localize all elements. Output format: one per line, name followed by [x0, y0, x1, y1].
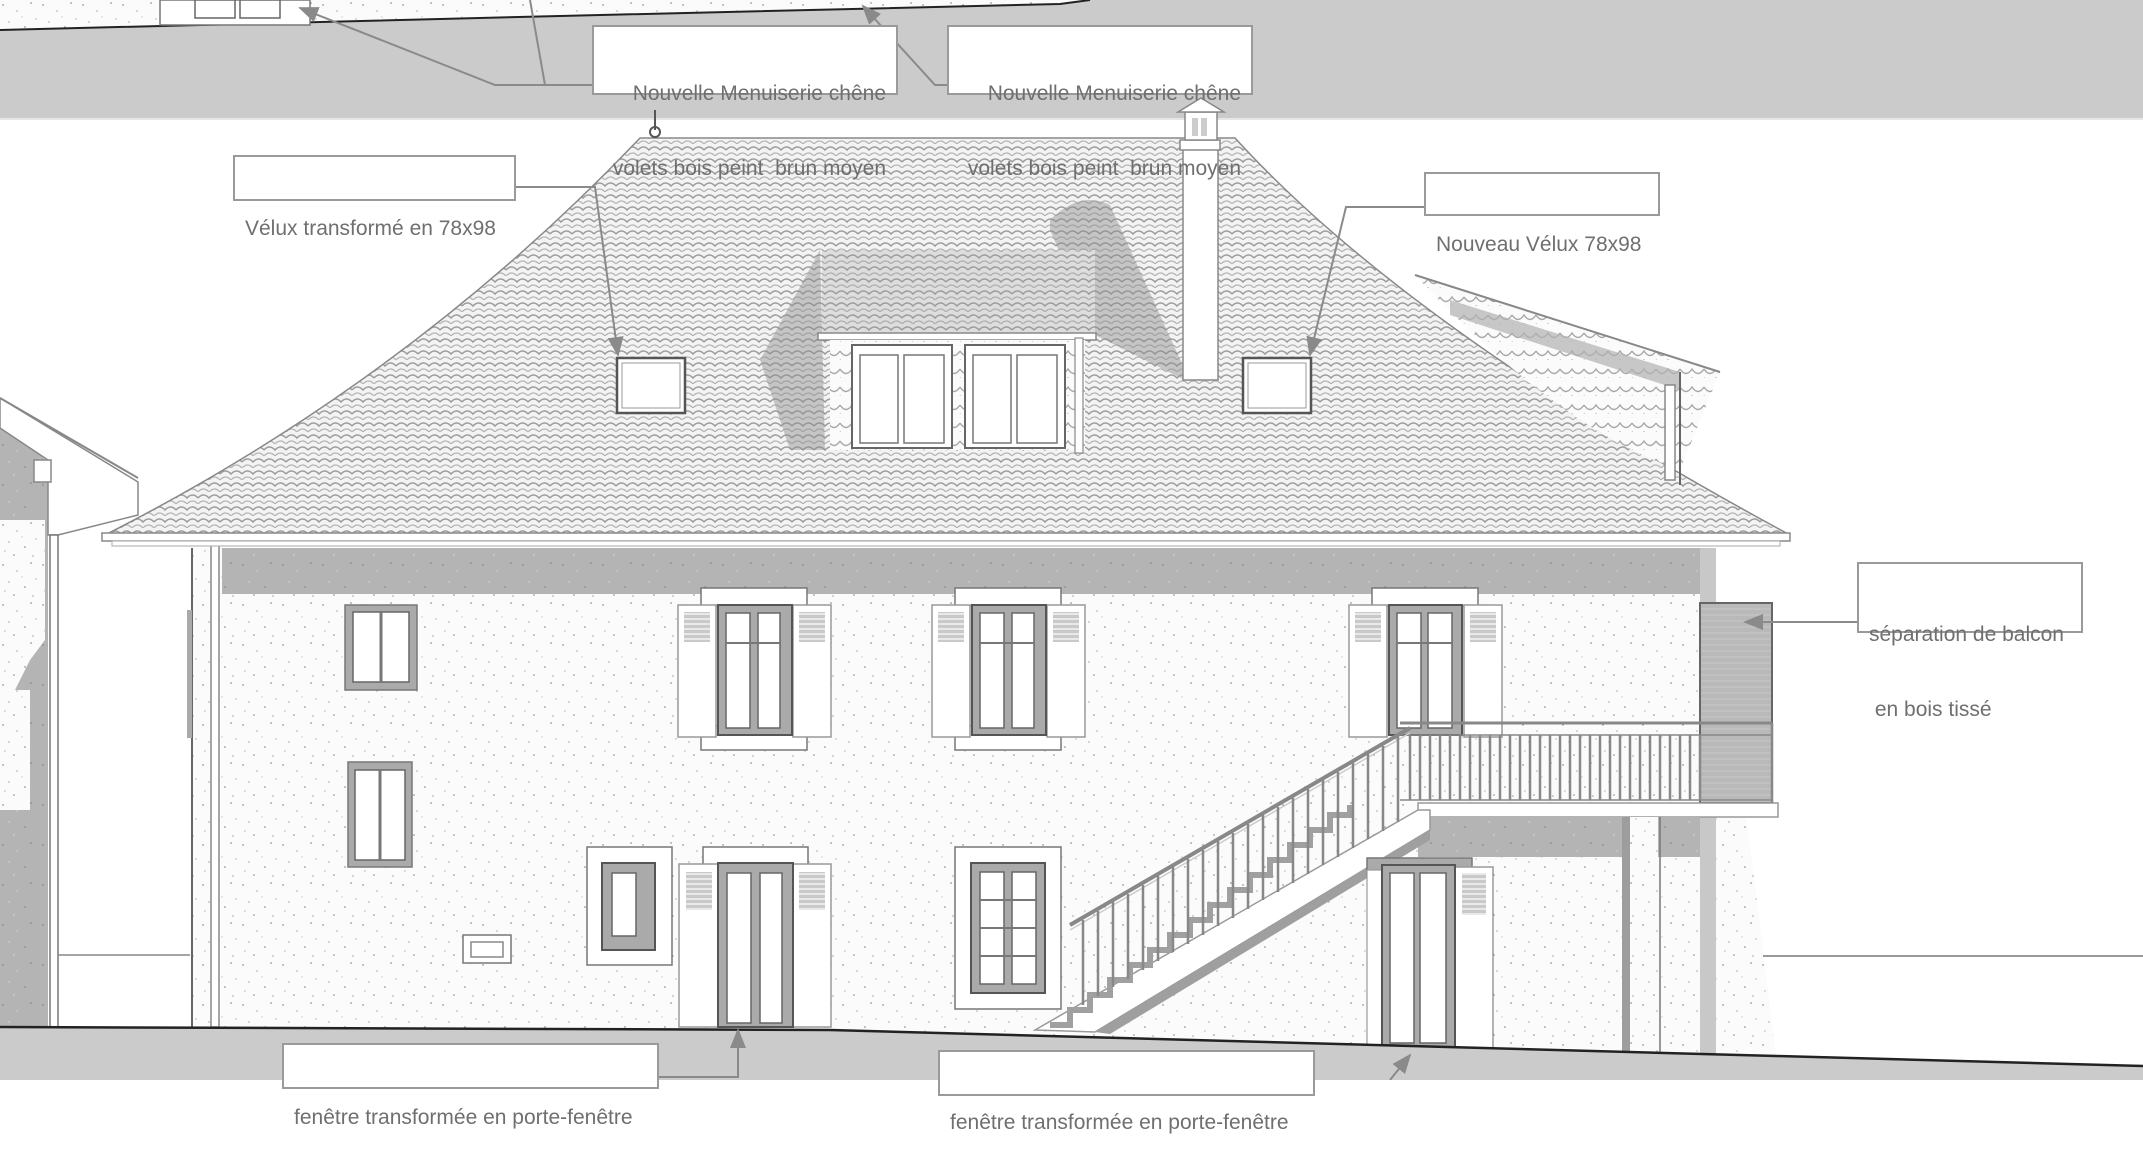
dormer-window-left — [851, 344, 953, 449]
chimney — [1175, 97, 1227, 381]
annotation-menuiserie-left: Nouvelle Menuiserie chêne volets bois pe… — [592, 25, 898, 180]
exterior-staircase — [1032, 726, 1431, 1034]
neighbor-building — [0, 397, 190, 1028]
velux-window-right — [1241, 356, 1313, 415]
annotation-line: séparation de balcon — [1869, 623, 2064, 646]
dormer-window-right — [964, 344, 1066, 449]
annotation-door-left: fenêtre transformée en porte-fenêtre — [282, 1043, 659, 1129]
annotation-door-right: fenêtre transformée en porte-fenêtre — [938, 1050, 1315, 1134]
upper-window-2 — [931, 587, 1086, 751]
wall-vent — [462, 934, 512, 964]
balcony — [1400, 602, 1779, 857]
annotation-menuiserie-right: Nouvelle Menuiserie chêne volets bois pe… — [947, 25, 1253, 180]
small-window-upper-left — [344, 604, 418, 691]
upper-window-1 — [677, 587, 832, 751]
annotation-velux-new: Nouveau Vélux 78x98 — [1424, 172, 1660, 256]
annotation-line: volets bois peint brun moyen — [967, 157, 1241, 180]
upper-window-3 — [1348, 587, 1503, 738]
annotation-velux-transformed: Vélux transformé en 78x98 — [233, 155, 516, 240]
velux-window-left — [615, 356, 687, 415]
ground-window-middle — [954, 846, 1062, 1010]
annotation-line: Nouvelle Menuiserie chêne — [987, 82, 1241, 105]
balcony-column — [1622, 817, 1661, 1055]
small-window-mid-left — [347, 761, 413, 868]
annotation-line: volets bois peint brun moyen — [612, 157, 886, 180]
dormer — [760, 250, 1097, 454]
annotation-balcony-separation: séparation de balcon en bois tissé — [1857, 562, 2083, 721]
annotation-line: Nouvelle Menuiserie chêne — [632, 82, 886, 105]
roof-finial — [649, 110, 661, 138]
ground-door-left — [678, 846, 832, 1028]
ground-door-right — [1366, 857, 1494, 1051]
annotation-line: en bois tissé — [1869, 698, 1992, 721]
ground-floor-small-window — [586, 846, 673, 966]
upper-drawing-fragment — [0, 0, 2143, 118]
